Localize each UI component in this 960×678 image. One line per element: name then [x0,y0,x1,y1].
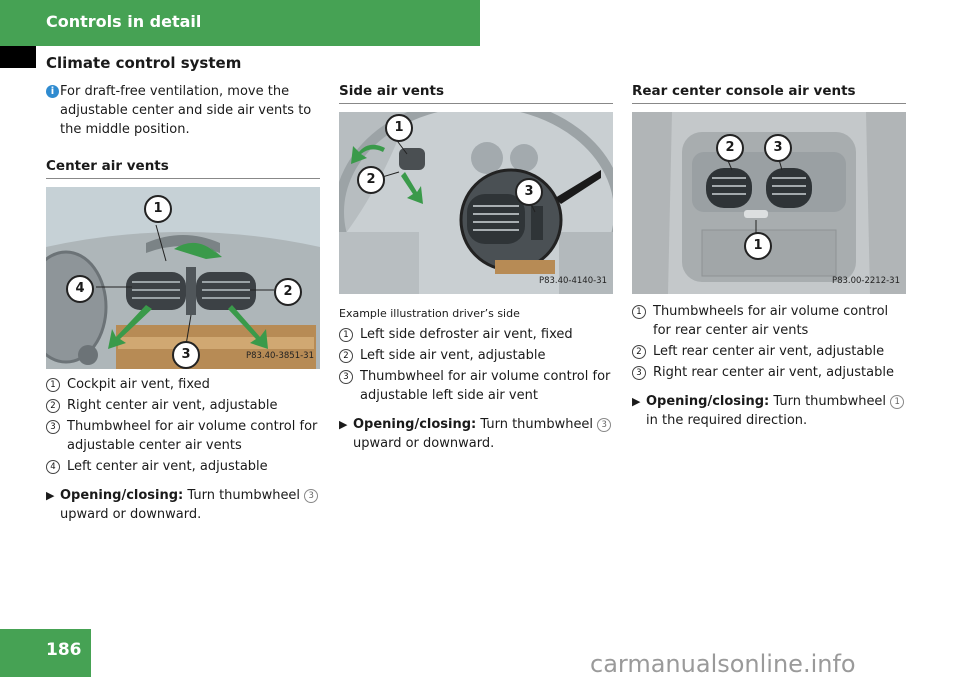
callout-2: 2 [274,278,302,306]
section-title: Climate control system [46,54,242,72]
callout-3: 3 [764,134,792,162]
rear-vents-figure: 2 3 1 P83.00-2212-31 [632,112,906,294]
side-vents-figure: 1 2 3 P83.40-4140-31 [339,112,613,294]
rear-vents-heading: Rear center console air vents [632,82,906,104]
figure-code: P83.00-2212-31 [831,276,900,286]
triangle-bullet-icon: ▶ [339,418,348,431]
section-marker [0,46,36,68]
center-instruction: ▶ Opening/closing: Turn thumbwheel 3 upw… [46,486,320,524]
column-rear-vents: Rear center console air vents 2 3 1 P83.… [632,82,906,430]
info-note: i For draft-free ventilation, move the a… [46,82,320,139]
callout-2: 2 [357,166,385,194]
callout-4: 4 [66,275,94,303]
triangle-bullet-icon: ▶ [46,489,55,502]
center-vents-heading: Center air vents [46,157,320,179]
page-number-tab [0,629,91,677]
chapter-title: Controls in detail [46,12,202,31]
callout-1: 1 [385,114,413,142]
page-number: 186 [46,640,82,660]
callout-1: 1 [144,195,172,223]
side-instruction: ▶ Opening/closing: Turn thumbwheel 3 upw… [339,415,613,453]
callout-2: 2 [716,134,744,162]
watermark: carmanualsonline.info [590,650,856,678]
callout-3: 3 [515,178,543,206]
column-side-vents: Side air vents 1 2 3 P [339,82,613,453]
figure-code: P83.40-4140-31 [538,276,607,286]
callout-1: 1 [744,232,772,260]
center-vents-figure: 1 2 3 4 P83.40-3851-31 [46,187,320,369]
figure-caption: Example illustration driver’s side [339,307,520,320]
info-icon: i [46,85,59,98]
rear-instruction: ▶ Opening/closing: Turn thumbwheel 1 in … [632,392,906,430]
side-vents-heading: Side air vents [339,82,613,104]
info-note-text: For draft-free ventilation, move the adj… [60,84,312,137]
header-bar [0,0,480,46]
triangle-bullet-icon: ▶ [632,395,641,408]
callout-3: 3 [172,341,200,369]
column-center-vents: i For draft-free ventilation, move the a… [46,82,320,524]
figure-code: P83.40-3851-31 [245,351,314,361]
